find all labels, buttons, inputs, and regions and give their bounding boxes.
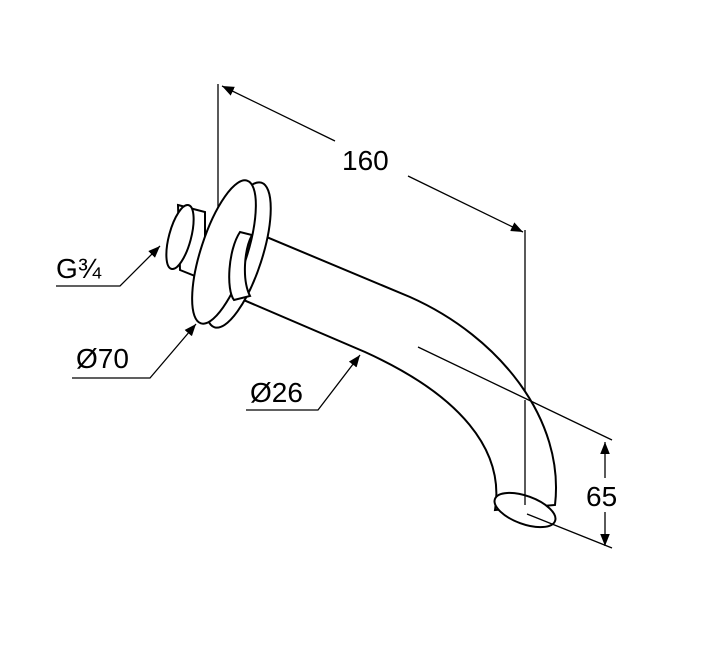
dimension-65-label: 65 [586, 481, 617, 512]
dimension-160-label: 160 [342, 145, 389, 176]
wall-flange [191, 179, 272, 329]
flange-diameter-label: Ø70 [76, 343, 129, 374]
thread-label: G¾ [56, 253, 102, 284]
spout-pipe [223, 226, 557, 512]
dimension-160: 160 [221, 85, 524, 233]
spout-outlet [493, 491, 557, 529]
pipe-diameter-leader: Ø26 [246, 354, 361, 411]
dimension-65: 65 [417, 346, 617, 549]
thread-leader: G¾ [56, 245, 161, 287]
pipe-diameter-label: Ø26 [250, 377, 303, 408]
flange-diameter-leader: Ø70 [72, 323, 197, 379]
